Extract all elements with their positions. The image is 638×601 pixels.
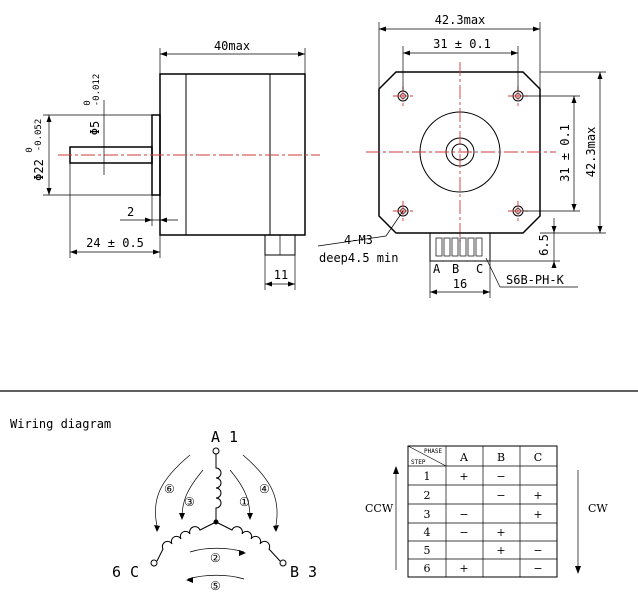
hole-callout: 4-M3	[344, 233, 373, 247]
rotation-arrow-4	[242, 454, 278, 531]
table-border	[407, 445, 558, 578]
dim-arrows	[265, 281, 295, 287]
table-row: 6 + −	[424, 562, 543, 575]
dim-arrows	[430, 289, 490, 295]
table-row: 3 − +	[424, 508, 543, 521]
terminal-right-label: B 3	[290, 563, 317, 581]
svg-text:3: 3	[424, 508, 431, 521]
shaft-tol-lower: -0.012	[92, 74, 102, 107]
terminal-c-dot	[150, 559, 158, 567]
connector-offset-label: 6.5	[537, 234, 551, 256]
wiring-title: Wiring diagram	[10, 417, 111, 431]
hole-depth-callout: deep4.5 min	[319, 251, 398, 265]
arrowhead	[186, 577, 193, 583]
terminal-b-dot	[279, 559, 287, 567]
connector-width-label: 11	[274, 268, 288, 282]
arrowhead	[179, 513, 185, 520]
sequence-mark-4: ④	[259, 482, 270, 496]
pin-label-a: A	[433, 262, 441, 276]
col-header-b: B	[497, 451, 505, 464]
ccw-arrowhead	[393, 466, 399, 474]
coil-a	[215, 454, 222, 522]
svg-text:4: 4	[424, 526, 431, 539]
corner-phase-label: PHASE	[424, 448, 442, 455]
front-width-label: 42.3max	[435, 13, 486, 27]
front-connector-width-label: 16	[453, 277, 467, 291]
boss-height-label: 2	[127, 205, 134, 219]
hole-leader-shelf	[317, 235, 387, 247]
svg-text:+: +	[496, 526, 505, 539]
terminal-top-label: A 1	[211, 428, 238, 446]
sequence-mark-5: ⑤	[210, 579, 221, 593]
hole-spacing-v-label: 31 ± 0.1	[558, 124, 572, 182]
rotation-arrow-3	[181, 469, 204, 519]
cw-arrowhead	[575, 566, 581, 574]
terminal-a-dot	[212, 447, 220, 455]
boss-tol-upper: 0	[25, 147, 35, 152]
phase-table: PHASE STEP A B C 1 + − 2 − + 3 − + 4 − +	[365, 445, 608, 578]
coil-b	[215, 521, 281, 562]
svg-text:+: +	[459, 470, 468, 483]
table-row: 1 + −	[424, 470, 506, 483]
svg-text:−: −	[459, 508, 468, 521]
hole-leader	[385, 210, 404, 237]
star-junction	[213, 519, 219, 525]
arrowhead	[247, 513, 253, 520]
svg-text:+: +	[459, 562, 468, 575]
hole-spacing-h-label: 31 ± 0.1	[433, 37, 491, 51]
pin-label-c: C	[476, 262, 483, 276]
rotation-arrow-6	[155, 454, 191, 531]
front-body-outline	[378, 71, 541, 234]
side-view: 40max Φ5 0 -0.012 Φ22 0 -0.052 2 24 ± 0.…	[25, 39, 320, 290]
sequence-mark-6: ⑥	[164, 482, 175, 496]
motor-body-outline	[159, 73, 306, 236]
ccw-label: CCW	[365, 502, 394, 515]
corner-step-label: STEP	[411, 459, 426, 466]
arrowhead	[239, 550, 246, 556]
col-header-a: A	[459, 451, 469, 464]
svg-text:−: −	[533, 562, 542, 575]
connector-pins	[435, 237, 483, 257]
svg-text:5: 5	[424, 544, 431, 557]
svg-text:6: 6	[424, 562, 431, 575]
table-row: 4 − +	[424, 526, 506, 539]
svg-text:−: −	[496, 489, 505, 502]
wiring-diagram: Wiring diagram A 1 6 C B 3 ① ② ③ ④ ⑤ ⑥	[10, 417, 317, 593]
pin-label-b: B	[452, 262, 459, 276]
svg-text:+: +	[533, 508, 542, 521]
terminal-left-label: 6 C	[112, 563, 139, 581]
front-view: A B C 42.3max 31 ± 0.1 31 ± 0.1 42.3max …	[317, 13, 606, 298]
front-connector	[429, 232, 491, 262]
svg-text:2: 2	[424, 489, 431, 502]
cw-label: CW	[588, 502, 608, 515]
svg-text:+: +	[533, 489, 542, 502]
sequence-mark-1: ①	[239, 495, 250, 509]
svg-text:−: −	[459, 526, 468, 539]
connector-part-label: S6B-PH-K	[506, 273, 565, 287]
svg-text:1: 1	[424, 470, 431, 483]
shaft-tol-upper: 0	[83, 100, 93, 105]
shaft-dia-label: Φ5	[88, 121, 102, 135]
rotation-arrow-1	[229, 469, 251, 519]
svg-text:−: −	[533, 544, 542, 557]
table-row: 2 − +	[424, 489, 543, 502]
front-height-label: 42.3max	[584, 127, 598, 178]
arrowhead	[154, 525, 160, 532]
dim-arrows	[145, 217, 167, 223]
boss-tol-lower: -0.052	[34, 119, 44, 152]
boss-dia-label: Φ22	[32, 159, 46, 181]
sequence-mark-2: ②	[210, 551, 221, 565]
part-leader	[485, 257, 501, 288]
sequence-mark-3: ③	[184, 495, 195, 509]
svg-text:−: −	[496, 470, 505, 483]
arrowhead	[273, 525, 279, 532]
shaft-length-label: 24 ± 0.5	[86, 236, 144, 250]
length-dim-label: 40max	[214, 39, 250, 53]
coil-c	[156, 521, 217, 562]
table-row: 5 + −	[424, 544, 543, 557]
svg-text:+: +	[496, 544, 505, 557]
col-header-c: C	[534, 451, 542, 464]
